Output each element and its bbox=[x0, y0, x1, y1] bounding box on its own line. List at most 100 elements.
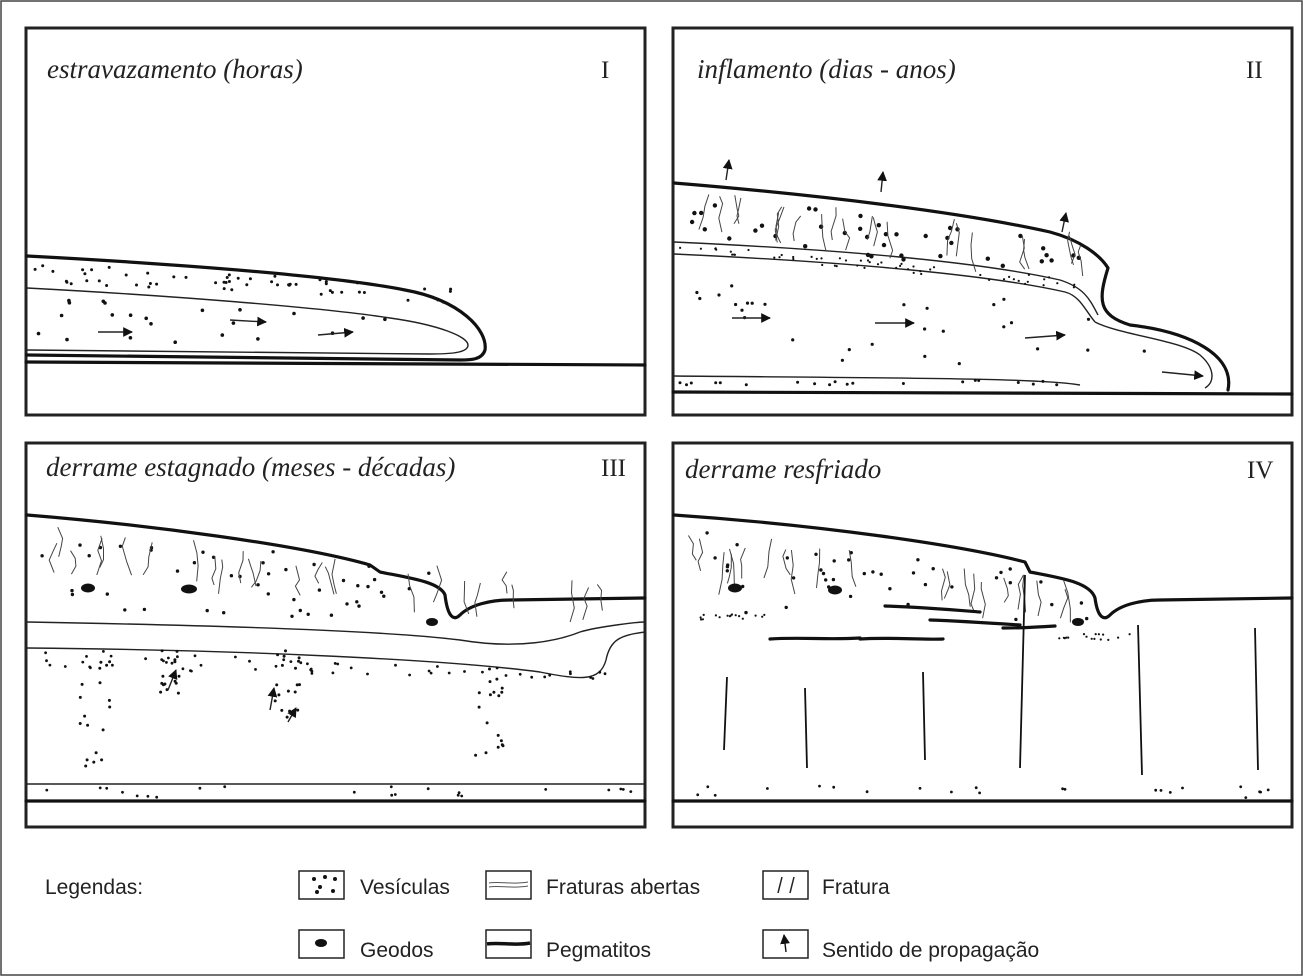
vesicle-dot bbox=[95, 751, 98, 754]
ground-line bbox=[673, 392, 1292, 394]
vesicle-dot bbox=[284, 568, 287, 571]
vesicle-dot bbox=[714, 794, 717, 797]
panel-3-number: III bbox=[601, 455, 626, 482]
vesicle-dot bbox=[715, 249, 717, 251]
vesicle-dot bbox=[730, 251, 732, 253]
vesicle-dot bbox=[690, 382, 693, 385]
vesicle-dot bbox=[353, 791, 356, 794]
vesicle-dot bbox=[201, 309, 205, 313]
vesicle-dot bbox=[173, 340, 177, 344]
vesicle-dot bbox=[1093, 638, 1095, 640]
vesicle-dot bbox=[83, 272, 86, 275]
vesicle-dot bbox=[394, 664, 397, 667]
vesicle-dot bbox=[232, 321, 236, 325]
vesicle-dot bbox=[358, 291, 361, 294]
vesicle-dot bbox=[85, 279, 88, 282]
vesicle-dot bbox=[256, 337, 260, 341]
vesicle-dot bbox=[713, 203, 717, 207]
vesicle-dot bbox=[222, 611, 225, 614]
vesicle-dot bbox=[715, 614, 717, 616]
panel-2-number: II bbox=[1246, 57, 1263, 84]
vesicle-dot bbox=[1091, 638, 1093, 640]
vesicle-dot bbox=[811, 256, 813, 258]
vesicle-dot bbox=[1085, 636, 1087, 638]
vesicle-dot bbox=[90, 268, 93, 271]
vesicle-dot bbox=[281, 664, 284, 667]
vesicle-dot bbox=[1169, 791, 1172, 794]
vesicle-dot bbox=[902, 382, 905, 385]
vesicle-dot bbox=[978, 792, 981, 795]
vesicle-dot bbox=[766, 787, 769, 790]
vesicle-dot bbox=[751, 302, 754, 305]
vesicle-dot bbox=[98, 667, 101, 670]
vesicle-dot bbox=[51, 270, 54, 273]
vesicle-dot bbox=[478, 706, 481, 709]
vesicle-dot bbox=[949, 241, 953, 245]
vesicle-dot bbox=[45, 789, 48, 792]
pegmatites-icon bbox=[487, 943, 530, 944]
vesicle-dot bbox=[1043, 284, 1045, 286]
vesicle-dot bbox=[267, 592, 270, 595]
vesicle-dot bbox=[307, 613, 310, 616]
vesicle-dot bbox=[882, 243, 886, 247]
vesicle-dot bbox=[869, 261, 871, 263]
vesicle-dot bbox=[275, 665, 278, 668]
vesicle-dot bbox=[129, 336, 133, 340]
panel-3-title: derrame estagnado (meses - décadas) bbox=[46, 452, 455, 482]
vesicle-dot bbox=[442, 301, 445, 304]
vesicle-dot bbox=[744, 611, 747, 614]
vesicle-dot bbox=[703, 614, 705, 616]
vesicle-dot bbox=[685, 383, 688, 386]
vesicle-dot bbox=[679, 247, 681, 249]
vesicle-dot bbox=[125, 274, 128, 277]
vesicle-dot bbox=[223, 287, 226, 290]
vesicle-dot bbox=[719, 381, 722, 384]
vesicle-dot bbox=[880, 573, 883, 576]
vesicle-dot bbox=[295, 283, 298, 286]
vesicle-dot bbox=[1181, 787, 1184, 790]
vesicle-dot bbox=[505, 674, 508, 677]
vesicle-dot bbox=[699, 211, 703, 215]
vesicle-dot bbox=[135, 284, 138, 287]
vesicle-dot bbox=[735, 614, 737, 616]
vesicle-dot bbox=[502, 744, 505, 747]
panel-2: inflamento (dias - anos) II bbox=[673, 28, 1292, 415]
vesicle-dot bbox=[245, 283, 248, 286]
vesicle-dot bbox=[792, 256, 794, 258]
vesicle-dot bbox=[899, 253, 903, 257]
vesicle-dot bbox=[1028, 274, 1030, 276]
vesicle-dot bbox=[796, 381, 799, 384]
vesicle-dot bbox=[920, 273, 922, 275]
vesicle-dot bbox=[961, 380, 964, 383]
vesicle-dot bbox=[350, 667, 353, 670]
vesicle-dot bbox=[85, 655, 88, 658]
vesicle-dot bbox=[1044, 253, 1048, 257]
vesicle-dot bbox=[83, 715, 86, 718]
vesicle-dot bbox=[1073, 284, 1075, 286]
vesicle-dot bbox=[894, 232, 898, 236]
vesicle-dot bbox=[900, 263, 902, 265]
vesicle-dot bbox=[695, 291, 698, 294]
vesicle-dot bbox=[356, 281, 359, 284]
vesicle-dot bbox=[1102, 634, 1104, 636]
vesicle-dot bbox=[60, 314, 64, 318]
vesicle-dot bbox=[1239, 785, 1242, 788]
vesicle-dot bbox=[924, 583, 927, 586]
vesicle-dot bbox=[366, 585, 369, 588]
vesicle-dot bbox=[919, 787, 922, 790]
panel-4: derrame resfriado IV bbox=[673, 443, 1292, 827]
vesicle-dot bbox=[320, 293, 323, 296]
vesicle-dot bbox=[995, 576, 998, 579]
vesicle-dot bbox=[863, 267, 865, 269]
vesicle-dot bbox=[700, 616, 702, 618]
vesicle-dot bbox=[214, 281, 217, 284]
vesicle-dot bbox=[1058, 637, 1060, 639]
vesicle-dot bbox=[871, 343, 874, 346]
vesicle-dot bbox=[977, 379, 980, 382]
vesicle-dot bbox=[147, 795, 150, 798]
panel-4-frame bbox=[673, 443, 1292, 827]
vesicle-dot bbox=[999, 571, 1002, 574]
vesicle-dot bbox=[1154, 789, 1157, 792]
vesicle-dot bbox=[428, 670, 431, 673]
vesicle-dot bbox=[867, 259, 869, 261]
